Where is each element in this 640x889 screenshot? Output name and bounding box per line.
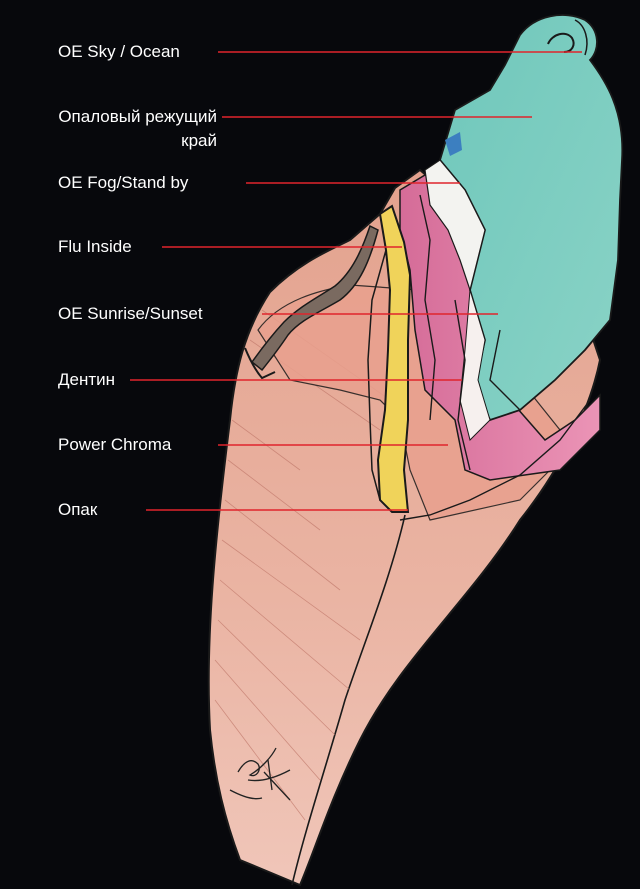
label-dentin: Дентин (58, 369, 115, 391)
label-flu-inside: Flu Inside (58, 236, 132, 258)
label-power-chroma: Power Chroma (58, 434, 171, 456)
label-oe-sky-ocean: OE Sky / Ocean (58, 41, 180, 63)
label-opal-incisal-edge-line2: край (10, 130, 217, 152)
label-opal-incisal-edge: Опаловый режущий (10, 106, 217, 128)
label-oe-fog-stand-by: OE Fog/Stand by (58, 172, 188, 194)
label-opaque: Опак (58, 499, 97, 521)
label-oe-sunrise-sunset: OE Sunrise/Sunset (58, 303, 203, 325)
